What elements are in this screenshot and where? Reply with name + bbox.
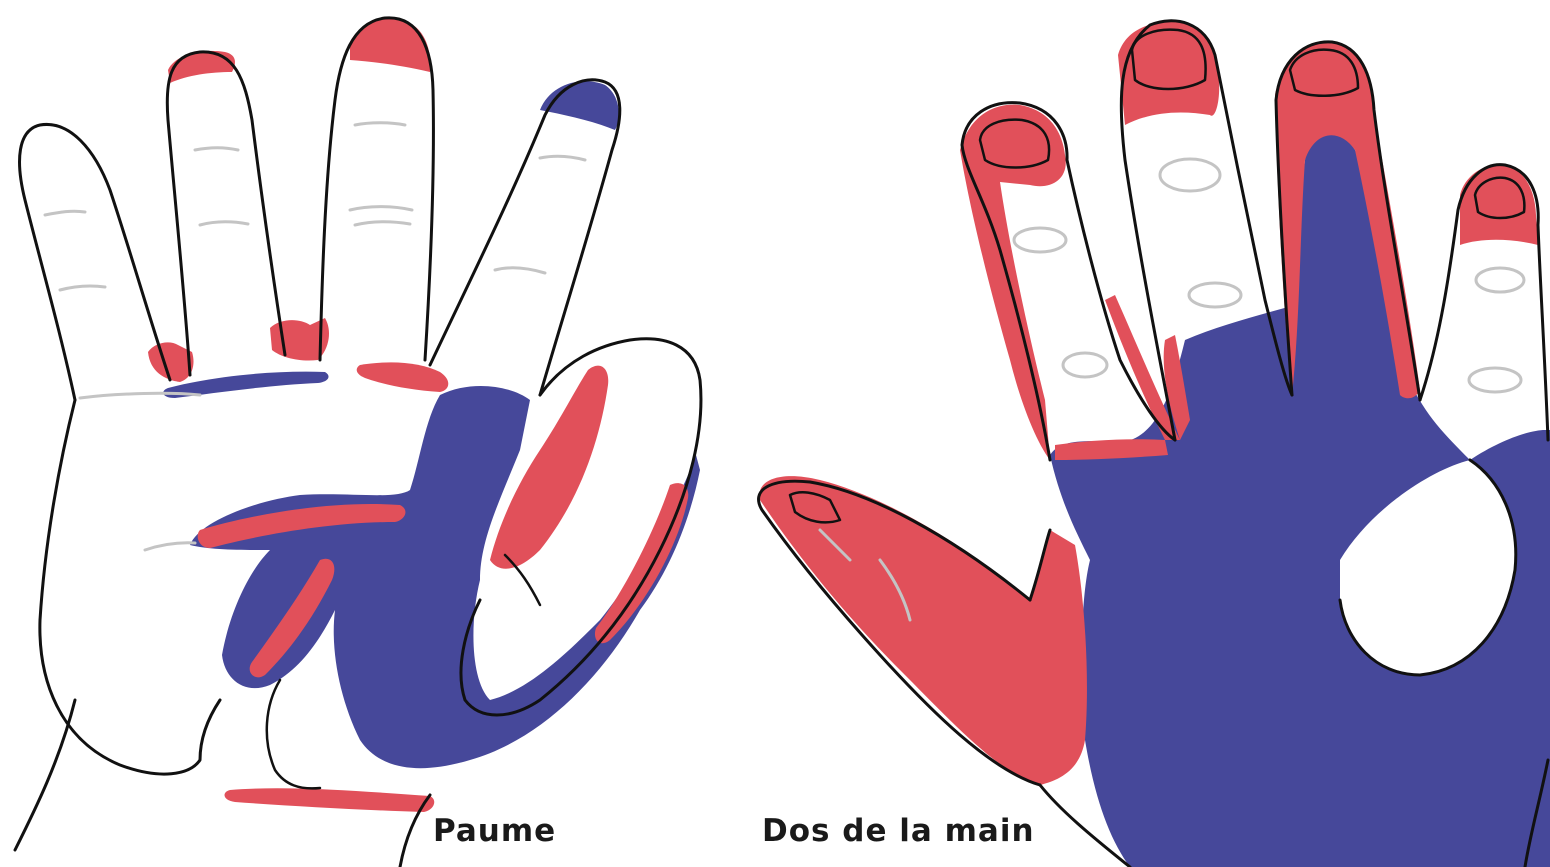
caption-palm: Paume: [433, 813, 556, 849]
back-red-finger-1: [960, 105, 1066, 460]
palm-outline-index: [430, 80, 620, 395]
palm-blue-zone-thenar: [190, 386, 700, 768]
palm-red-base-3: [357, 362, 449, 392]
palm-outline-thenar-fold: [267, 680, 320, 788]
palm-hand: [15, 18, 701, 867]
palm-outline-middle: [320, 18, 433, 360]
palm-red-thumb-edge: [595, 483, 688, 643]
back-hand: [759, 21, 1550, 867]
palm-red-wrist-bar: [225, 788, 435, 812]
palm-outline-ring: [167, 52, 285, 375]
caption-back-of-hand: Dos de la main: [762, 813, 1035, 849]
back-red-thumb: [759, 476, 1087, 785]
palm-outline-body: [40, 400, 220, 774]
palm-red-ring-tip: [168, 51, 235, 83]
palm-outline-pinky: [20, 124, 170, 400]
